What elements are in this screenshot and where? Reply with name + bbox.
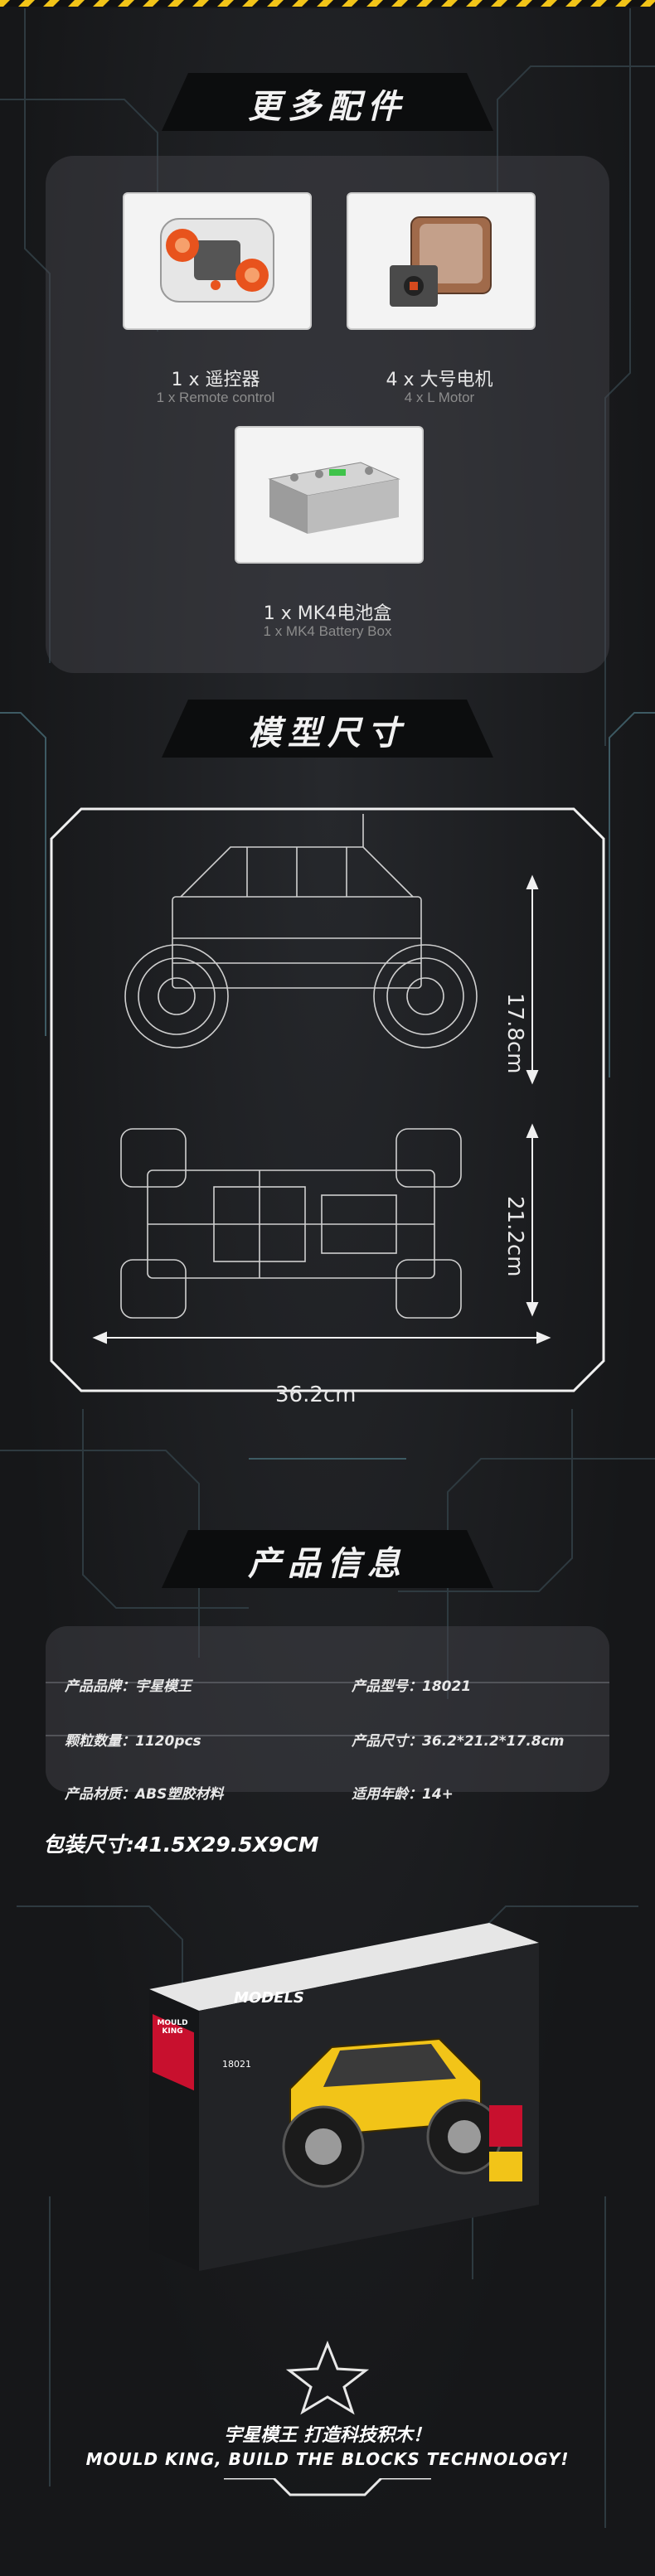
info-panel bbox=[46, 1626, 609, 1792]
battery-label-cn: 1 x MK4电池盒 bbox=[263, 603, 392, 624]
info-brand: 产品品牌：宇星模王 bbox=[65, 1678, 192, 1695]
battery-label-en: 1 x MK4 Battery Box bbox=[263, 623, 392, 639]
slogan-bracket bbox=[224, 2478, 431, 2496]
dimensions-title: 模型尺寸 bbox=[248, 714, 407, 753]
slogan-cn: 宇星模王 打造科技积木！ bbox=[224, 2425, 431, 2446]
accessories-title-bar bbox=[162, 73, 493, 131]
dimension-arrows bbox=[92, 874, 551, 1344]
package-size: 包装尺寸:41.5X29.5X9CM bbox=[43, 1833, 319, 1857]
battery-card bbox=[235, 426, 424, 564]
logo-star-icon bbox=[286, 2341, 369, 2415]
remote-control-icon bbox=[160, 218, 274, 303]
motor-label-en: 4 x L Motor bbox=[404, 390, 475, 405]
top-view-wireframe bbox=[120, 1128, 462, 1319]
info-panel-dividers bbox=[46, 1682, 609, 1736]
info-model: 产品型号：18021 bbox=[352, 1678, 472, 1695]
height-dimension: 17.8cm bbox=[502, 993, 527, 1074]
side-view-wireframe bbox=[124, 814, 478, 1048]
battery-box-icon bbox=[268, 462, 400, 534]
accessories-title: 更多配件 bbox=[248, 88, 407, 126]
motor-label-cn: 4 x 大号电机 bbox=[386, 370, 493, 390]
box-brand-label: MOULD KING bbox=[157, 2019, 188, 2036]
info-title: 产品信息 bbox=[248, 1545, 407, 1583]
motor-card bbox=[347, 192, 536, 330]
info-pieces: 颗粒数量：1120pcs bbox=[65, 1733, 201, 1750]
width-dimension: 21.2cm bbox=[502, 1196, 527, 1277]
info-size: 产品尺寸：36.2*21.2*17.8cm bbox=[352, 1733, 565, 1750]
motor-icon bbox=[390, 216, 492, 307]
info-age: 适用年龄：14+ bbox=[352, 1786, 454, 1803]
info-title-bar bbox=[162, 1530, 493, 1588]
dimensions-title-bar bbox=[162, 700, 493, 758]
dimension-frame bbox=[50, 807, 605, 1392]
box-series-label: MODELS bbox=[234, 1989, 304, 2007]
remote-label-cn: 1 x 遥控器 bbox=[171, 370, 260, 390]
length-dimension: 36.2cm bbox=[275, 1382, 357, 1407]
slogan-en: MOULD KING, BUILD THE BLOCKS TECHNOLOGY! bbox=[85, 2449, 570, 2469]
remote-label-en: 1 x Remote control bbox=[156, 390, 275, 405]
info-material: 产品材质：ABS塑胶材料 bbox=[65, 1786, 224, 1803]
remote-card bbox=[123, 192, 312, 330]
box-model-label: 18021 bbox=[222, 2059, 251, 2070]
product-box-illustration bbox=[149, 1923, 539, 2271]
